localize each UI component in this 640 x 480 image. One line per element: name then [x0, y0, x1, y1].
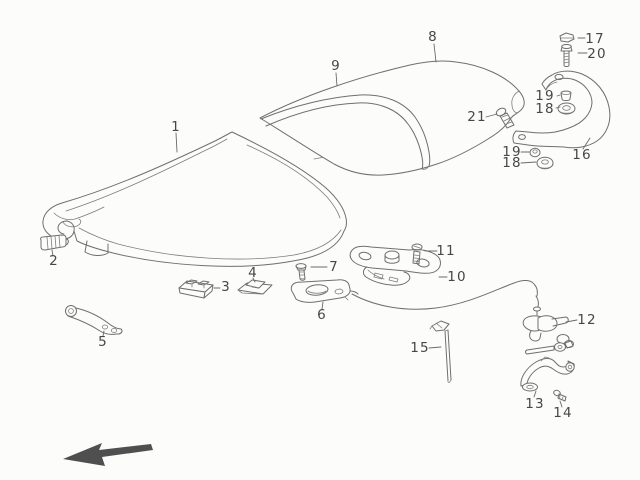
callout-21: 21 — [467, 109, 487, 125]
lock-plate-part-6 — [290, 279, 359, 303]
front-seat-part-1 — [42, 131, 347, 267]
callout-8: 8 — [428, 29, 438, 45]
spacer-part-19-lower — [529, 147, 541, 158]
callout-15: 15 — [410, 340, 430, 356]
callout-leader-lines — [51, 37, 591, 408]
callout-2: 2 — [49, 253, 59, 269]
cushion-block-part-4 — [237, 279, 273, 295]
grommet-part-18-lower — [536, 156, 554, 170]
callout-6: 6 — [317, 307, 327, 323]
callout-12: 12 — [577, 312, 597, 328]
callout-20: 20 — [587, 46, 607, 62]
screw-part-7 — [295, 263, 307, 281]
callout-13: 13 — [525, 396, 545, 412]
pillion-rail-part-16 — [512, 70, 611, 149]
cushion-block-part-3 — [178, 279, 214, 299]
lock-rod-part-15 — [429, 320, 452, 383]
callout-7: 7 — [329, 259, 339, 275]
screw-part-11 — [411, 243, 423, 265]
callout-18-upper: 18 — [535, 101, 555, 117]
screw-part-14 — [553, 389, 567, 402]
callout-10: 10 — [447, 269, 467, 285]
seat-lock-part-12 — [522, 315, 574, 355]
seat-welt-part-9 — [260, 94, 431, 170]
spacer-part-19-upper — [560, 90, 572, 101]
callout-17: 17 — [585, 31, 605, 47]
front-cushion-clip-part-2 — [40, 234, 69, 251]
callout-18-lower: 18 — [502, 155, 522, 171]
callout-3: 3 — [221, 279, 231, 295]
callout-14: 14 — [553, 405, 573, 421]
cap-nut-part-17 — [559, 32, 575, 43]
hinge-bracket-part-10 — [349, 245, 441, 286]
grommet-part-18-upper — [557, 102, 576, 115]
callout-19-lower: 19 — [502, 144, 522, 160]
callout-5: 5 — [98, 334, 108, 350]
front-direction-arrow — [63, 443, 153, 466]
callout-4: 4 — [248, 265, 258, 281]
seat-release-cable — [351, 280, 541, 316]
bracket-strap-part-5 — [65, 305, 123, 335]
lock-bracket-part-13 — [520, 356, 575, 392]
bolt-part-20 — [560, 44, 573, 67]
callout-19-upper: 19 — [535, 88, 555, 104]
callout-9: 9 — [331, 58, 341, 74]
callout-11: 11 — [436, 243, 456, 259]
callout-1: 1 — [171, 119, 181, 135]
callout-16: 16 — [572, 147, 592, 163]
